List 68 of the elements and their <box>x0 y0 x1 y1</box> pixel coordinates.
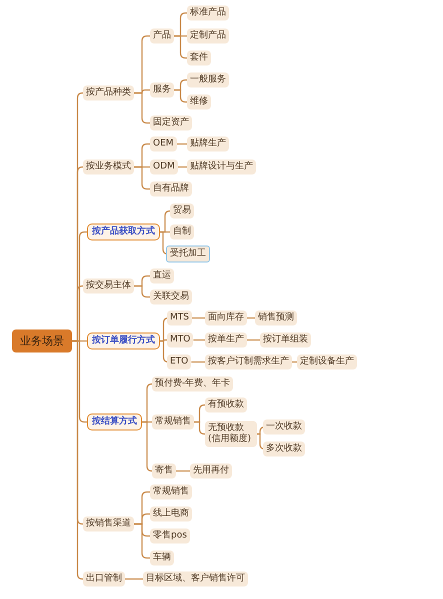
connector <box>191 361 205 363</box>
topic-box: 服务 <box>150 82 174 98</box>
root-topic: 业务场景 <box>12 330 72 352</box>
connector <box>176 143 187 145</box>
topic-box: MTO <box>167 332 194 348</box>
topic-box: 有预收款 <box>205 398 247 412</box>
topic-box: 按订单履行方式 <box>87 332 160 350</box>
topic-box: 按业务模式 <box>83 160 134 174</box>
topic-box: 目标区域、客户销售许可 <box>143 572 248 586</box>
topic-box: 关联交易 <box>150 290 192 304</box>
topic-box: 一次收款 <box>263 420 305 434</box>
connector <box>142 421 153 472</box>
connector <box>192 317 205 319</box>
topic-box: 套件 <box>187 50 211 66</box>
topic-box: 定制产品 <box>187 28 229 44</box>
connector <box>194 421 206 435</box>
topic-box: 预付费-年费、年卡 <box>152 376 234 392</box>
topic-box: 常规销售 <box>150 484 192 500</box>
connector <box>160 340 170 363</box>
topic-box: 面向库存 <box>205 310 247 326</box>
connector <box>134 166 150 190</box>
topic-box: 受托加工 <box>166 246 210 262</box>
topic-box: 贴牌设计与生产 <box>187 160 256 174</box>
topic-box: 按产品获取方式 <box>87 224 160 240</box>
topic-box: 销售预测 <box>255 310 297 326</box>
topic-box: 一般服务 <box>187 72 229 88</box>
connector <box>134 523 150 559</box>
topic-box: 先用再付 <box>190 464 232 478</box>
connector <box>72 340 84 580</box>
topic-box: 多次收款 <box>263 442 305 456</box>
topic-box: 按销售渠道 <box>83 516 134 532</box>
topic-box: 寄售 <box>152 464 176 478</box>
topic-box: 产品 <box>150 28 174 44</box>
connector <box>247 339 260 341</box>
connector <box>174 35 187 59</box>
topic-box: 按客户订制需求生产 <box>205 354 292 370</box>
topic-box: MTS <box>167 310 192 326</box>
topic-box: 按交易主体 <box>83 278 134 294</box>
topic-box: 按订单组装 <box>260 332 311 348</box>
topic-box: 出口管制 <box>83 572 125 586</box>
topic-box: 维修 <box>187 94 211 110</box>
topic-box: 贸易 <box>170 204 194 218</box>
connector <box>134 92 150 124</box>
topic-box: 零售pos <box>150 528 190 544</box>
topic-box: 定制设备生产 <box>297 354 357 370</box>
topic-box: 自有品牌 <box>150 182 192 196</box>
topic-box: 无预收款(信用额度) <box>205 421 257 447</box>
topic-box: 贴牌生产 <box>187 136 229 152</box>
topic-box: 自制 <box>170 224 194 240</box>
topic-box: 固定资产 <box>150 116 192 130</box>
connector <box>193 339 205 341</box>
topic-box: 按产品种类 <box>83 86 134 100</box>
topic-box: 线上电商 <box>150 506 192 522</box>
topic-box: 常规销售 <box>152 414 194 430</box>
connector <box>160 317 170 342</box>
topic-box: 按结算方式 <box>87 414 142 430</box>
topic-box: 车辆 <box>150 550 174 566</box>
topic-box: ODM <box>150 160 178 174</box>
connector <box>125 578 143 580</box>
topic-box: 直运 <box>150 268 174 284</box>
connector <box>174 89 187 103</box>
connector <box>176 470 190 472</box>
topic-box: OEM <box>150 136 177 152</box>
connector <box>178 166 187 168</box>
connector <box>134 285 150 298</box>
topic-box: 标准产品 <box>187 6 229 20</box>
topic-box: ETO <box>167 354 192 370</box>
topic-box: 按单生产 <box>205 332 247 348</box>
